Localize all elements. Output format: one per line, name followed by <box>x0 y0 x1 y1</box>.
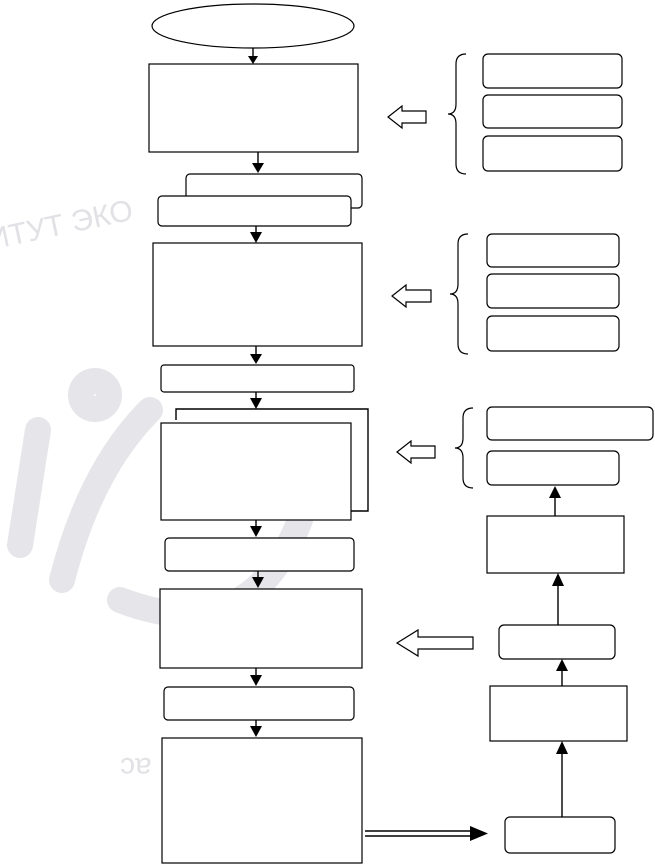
group-b-brace <box>449 233 469 355</box>
bar-1-box <box>160 364 355 393</box>
step-1-box <box>148 63 359 153</box>
arrowhead-bar3-step5 <box>250 726 262 737</box>
arrowhead-bar1-step3 <box>250 398 262 409</box>
hollow-arrow-group-a <box>387 104 427 130</box>
arrowhead-right3-right2 <box>556 659 568 671</box>
step-3-front <box>160 422 352 521</box>
watermark-text-top: ИТУТ ЭКО <box>0 194 136 257</box>
arrowhead-step3-bar2 <box>250 526 262 537</box>
start-node <box>151 3 355 49</box>
group-c-1-box <box>486 406 654 441</box>
arrowhead-step4-bar3 <box>250 675 262 686</box>
double-arrowhead <box>470 826 488 841</box>
arrowhead-step1-doc1 <box>252 163 264 173</box>
group-b-3-box <box>486 315 620 352</box>
right-4-box <box>504 816 616 854</box>
arrowhead-bar2-step4 <box>252 577 264 588</box>
group-c-brace <box>454 407 474 489</box>
arrowhead-right4-right3 <box>556 741 568 754</box>
arrowhead-doc1-step2 <box>250 232 262 243</box>
arrowhead-right2-right1 <box>552 573 564 586</box>
hollow-arrow-right2-step4 <box>395 628 474 658</box>
step-4-box <box>159 588 363 669</box>
arrowhead-step2-bar1 <box>250 354 262 364</box>
group-a-1-box <box>482 53 623 89</box>
group-a-brace <box>447 53 467 175</box>
right-1-box <box>486 515 625 574</box>
right-3-box <box>489 685 628 742</box>
group-a-2-box <box>482 94 623 129</box>
arrowhead-start-step1 <box>248 56 258 64</box>
right-2-box <box>498 624 616 660</box>
step-5-box <box>161 737 363 864</box>
hollow-arrow-group-b <box>391 283 432 309</box>
bar-3-box <box>163 686 355 721</box>
step-3-back <box>175 408 369 512</box>
group-b-1-box <box>486 233 620 268</box>
doc-1-front <box>157 195 352 227</box>
arrowhead-right1-groupc <box>549 486 561 498</box>
step-2-box <box>152 242 363 347</box>
hollow-arrow-group-c <box>396 439 436 465</box>
group-a-3-box <box>482 135 623 172</box>
group-b-2-box <box>486 273 620 309</box>
group-c-2-box <box>486 450 620 486</box>
bar-2-box <box>164 537 355 572</box>
